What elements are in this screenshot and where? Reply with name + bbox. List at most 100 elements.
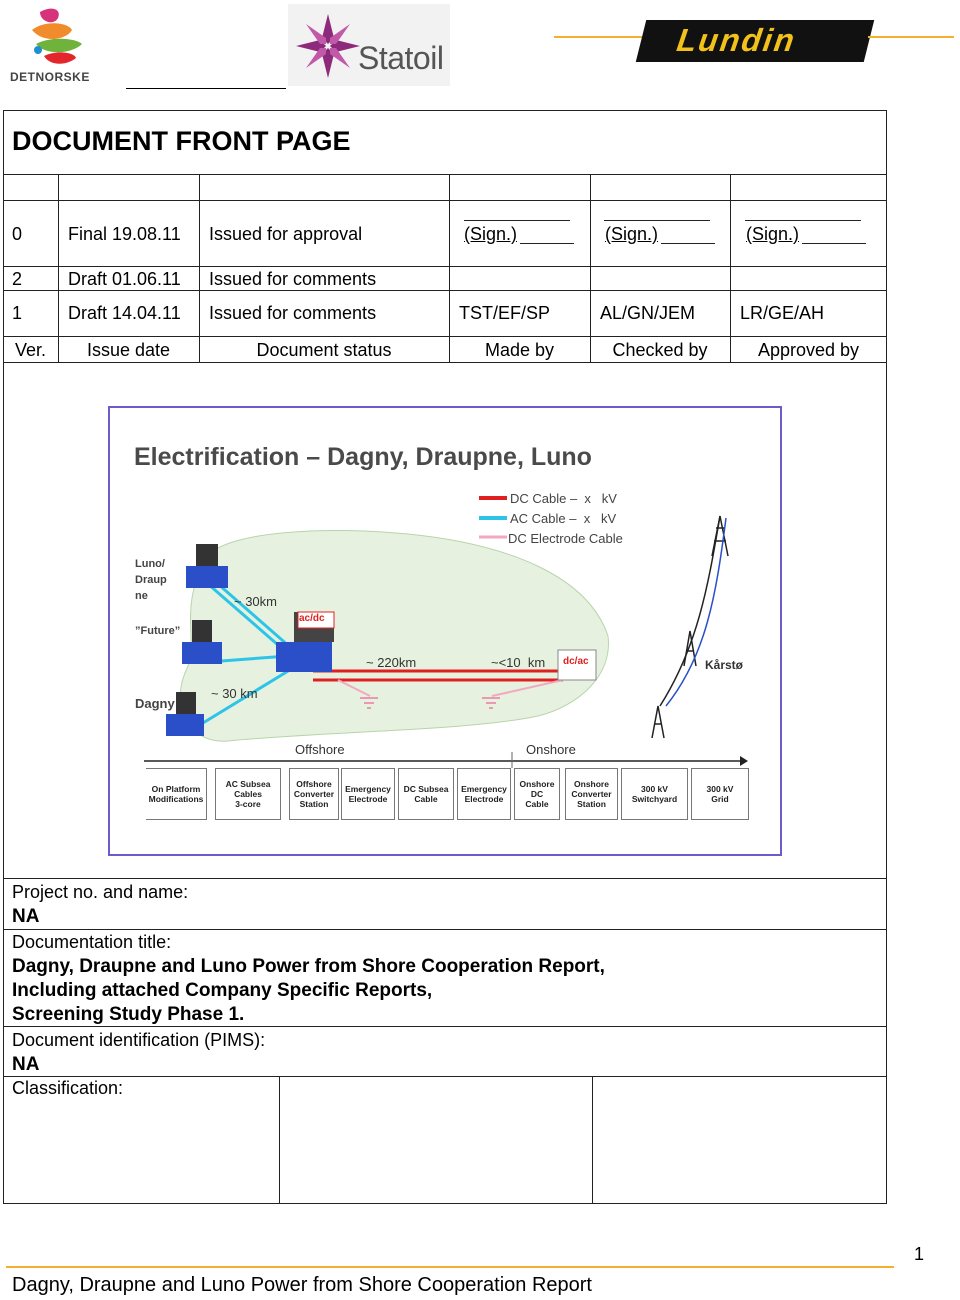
rev-status: Issued for approval — [209, 224, 363, 244]
stage-box: AC Subsea Cables 3-core — [215, 768, 281, 820]
legend-swatch — [479, 496, 507, 539]
header-checked-by: Checked by — [612, 340, 708, 360]
header-issue-date: Issue date — [86, 340, 171, 360]
grid-line — [3, 929, 887, 930]
documentation-title-line: Including attached Company Specific Repo… — [12, 980, 433, 1001]
legend-electrode-label: DC Electrode Cable — [508, 531, 623, 546]
rev-ver: 2 — [12, 269, 23, 289]
grid-line — [3, 878, 887, 879]
stage-box: On Platform Modifications — [146, 768, 207, 820]
dcac-label: dc/ac — [563, 656, 589, 667]
project-label: Project no. and name: — [12, 882, 189, 902]
grid-line — [3, 336, 887, 337]
electrode-cables — [337, 679, 564, 697]
luno-label: Luno/ Draup ne — [135, 558, 167, 602]
header-made-by: Made by — [484, 340, 555, 360]
grid-line — [58, 174, 59, 362]
grid-line — [3, 290, 887, 291]
stage-box: DC Subsea Cable — [398, 768, 454, 820]
figure-diagram — [144, 515, 748, 768]
legend-ac-label: AC Cable – x kV — [510, 511, 617, 526]
made-by-signature: (Sign.) — [464, 224, 518, 244]
lundin-wordmark: Lundin — [674, 22, 799, 58]
offshore-label: Offshore — [295, 742, 345, 757]
checked-by-signature: (Sign.) — [605, 224, 659, 244]
stage-box: 300 kV Switchyard — [621, 768, 688, 820]
stage-box: Emergency Electrode — [341, 768, 395, 820]
signature-underline — [661, 243, 715, 244]
grid-line — [3, 174, 887, 175]
onshore-converter-box — [557, 649, 597, 681]
approved-by-signature: (Sign.) — [746, 224, 800, 244]
rev-ver: 1 — [12, 303, 23, 323]
statoil-wordmark: Statoil — [358, 40, 444, 76]
rev-date: Final 19.08.11 — [68, 224, 181, 244]
grid-line — [3, 1026, 887, 1027]
distance-30-bottom: ~ 30 km — [211, 686, 258, 701]
lundin-rule-left — [554, 36, 642, 38]
grid-line — [590, 174, 591, 362]
grid-line — [199, 174, 200, 362]
stage-box: 300 kV Grid — [691, 768, 749, 820]
pims-value: NA — [12, 1054, 40, 1075]
header-ver: Ver. — [14, 340, 47, 360]
figure-title: Electrification – Dagny, Draupne, Luno — [134, 443, 592, 471]
grid-line — [730, 174, 731, 362]
statoil-logo: Statoil — [288, 4, 450, 86]
rev-made-by: TST/EF/SP — [459, 303, 551, 323]
distance-30-top: ~ 30km — [234, 594, 277, 609]
documentation-title-line: Dagny, Draupne and Luno Power from Shore… — [12, 956, 605, 977]
grid-line — [3, 1076, 887, 1077]
detnorske-logo: DETNORSKE — [10, 4, 105, 88]
signature-overline — [604, 220, 710, 221]
dagny-label: Dagny — [135, 696, 175, 711]
rev-date: Draft 14.04.11 — [68, 303, 181, 323]
offshore-converter-box — [297, 611, 335, 629]
distance-10: ~<10 km — [491, 655, 546, 670]
pims-label: Document identification (PIMS): — [12, 1030, 266, 1050]
pylon-icons — [651, 515, 729, 739]
signature-overline — [745, 220, 861, 221]
stage-box: Offshore Converter Station — [289, 768, 339, 820]
rev-checked-by: AL/GN/JEM — [600, 303, 696, 323]
rev-approved-by: LR/GE/AH — [740, 303, 825, 323]
footer-title: Dagny, Draupne and Luno Power from Shore… — [12, 1274, 592, 1296]
rev-status: Issued for comments — [209, 269, 377, 289]
future-label: ”Future” — [135, 625, 181, 637]
signature-underline — [802, 243, 866, 244]
field-region — [179, 530, 609, 742]
documentation-title-label: Documentation title: — [12, 932, 172, 952]
front-page-frame — [3, 110, 887, 1204]
grid-line — [3, 362, 887, 363]
rev-date: Draft 01.06.11 — [68, 269, 181, 289]
project-value: NA — [12, 906, 40, 927]
karsto-label: Kårstø — [705, 658, 744, 672]
page-title: DOCUMENT FRONT PAGE — [12, 126, 351, 156]
grid-line — [3, 200, 887, 201]
footer-rule — [6, 1266, 894, 1268]
header-document-status: Document status — [256, 340, 392, 360]
acdc-label: ac/dc — [299, 613, 325, 624]
signature-overline — [464, 220, 570, 221]
rev-status: Issued for comments — [209, 303, 377, 323]
page-number: 1 — [914, 1244, 925, 1264]
lundin-rule-right — [868, 36, 954, 38]
ground-symbols — [360, 697, 500, 709]
onshore-label: Onshore — [526, 742, 576, 757]
header-approved-by: Approved by — [757, 340, 860, 360]
stage-box: Onshore Converter Station — [565, 768, 618, 820]
distance-220: ~ 220km — [366, 655, 417, 670]
detnorske-wordmark: DETNORSKE — [10, 70, 90, 84]
grid-line — [449, 174, 450, 362]
signature-underline — [520, 243, 574, 244]
lundin-logo: Lundin — [635, 20, 875, 62]
grid-line — [279, 1076, 280, 1204]
legend-dc-label: DC Cable – x kV — [510, 491, 617, 506]
header-logos: DETNORSKE Statoil Lundin — [0, 0, 960, 100]
signature-line — [126, 88, 286, 89]
documentation-title-line: Screening Study Phase 1. — [12, 1004, 245, 1025]
classification-label: Classification: — [12, 1078, 124, 1098]
stage-box: Onshore DC Cable — [514, 768, 560, 820]
grid-line — [3, 266, 887, 267]
rev-ver: 0 — [12, 224, 23, 244]
